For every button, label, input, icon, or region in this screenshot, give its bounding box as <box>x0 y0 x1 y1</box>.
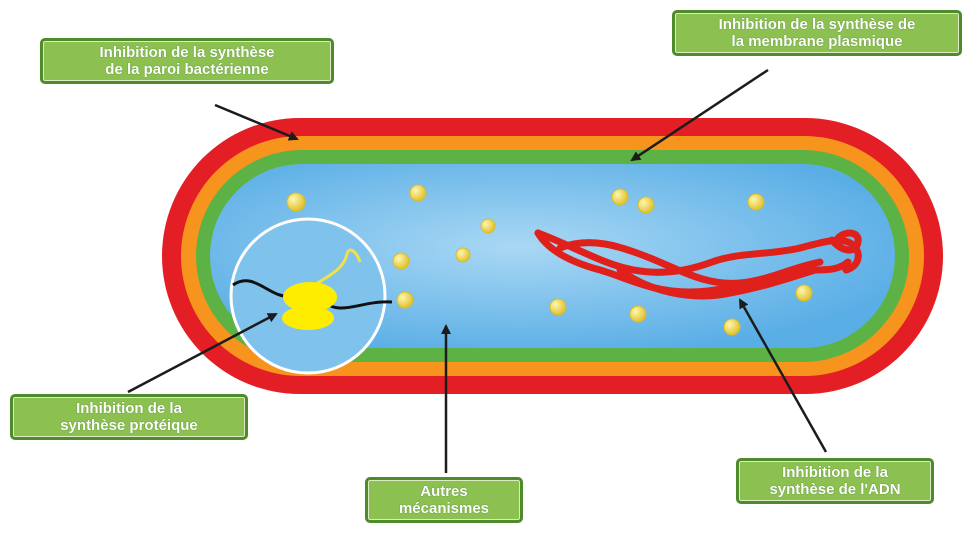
label-line: Autres <box>376 483 512 500</box>
granule <box>410 185 426 201</box>
label-line: Inhibition de la synthèse de <box>683 16 951 33</box>
granule <box>612 189 628 205</box>
granule <box>393 253 409 269</box>
granule <box>724 319 740 335</box>
label-other-mechanisms: Autres mécanismes <box>365 477 523 523</box>
granule <box>796 285 812 301</box>
label-line: synthèse protéique <box>21 417 237 434</box>
granule <box>397 292 413 308</box>
label-line: Inhibition de la synthèse <box>51 44 323 61</box>
granule <box>630 306 646 322</box>
label-line: Inhibition de la <box>747 464 923 481</box>
granule <box>748 194 764 210</box>
label-dna-inhibition: Inhibition de la synthèse de l'ADN <box>736 458 934 504</box>
granule <box>638 197 654 213</box>
granule <box>550 299 566 315</box>
granule <box>287 193 305 211</box>
ribosome-small-subunit <box>282 306 334 330</box>
label-line: mécanismes <box>376 500 512 517</box>
label-line: Inhibition de la <box>21 400 237 417</box>
granule <box>456 248 470 262</box>
label-membrane-inhibition: Inhibition de la synthèse de la membrane… <box>672 10 962 56</box>
label-line: de la paroi bactérienne <box>51 61 323 78</box>
label-line: synthèse de l'ADN <box>747 481 923 498</box>
label-cell-wall-inhibition: Inhibition de la synthèse de la paroi ba… <box>40 38 334 84</box>
label-line: la membrane plasmique <box>683 33 951 50</box>
label-protein-inhibition: Inhibition de la synthèse protéique <box>10 394 248 440</box>
granule <box>481 219 495 233</box>
